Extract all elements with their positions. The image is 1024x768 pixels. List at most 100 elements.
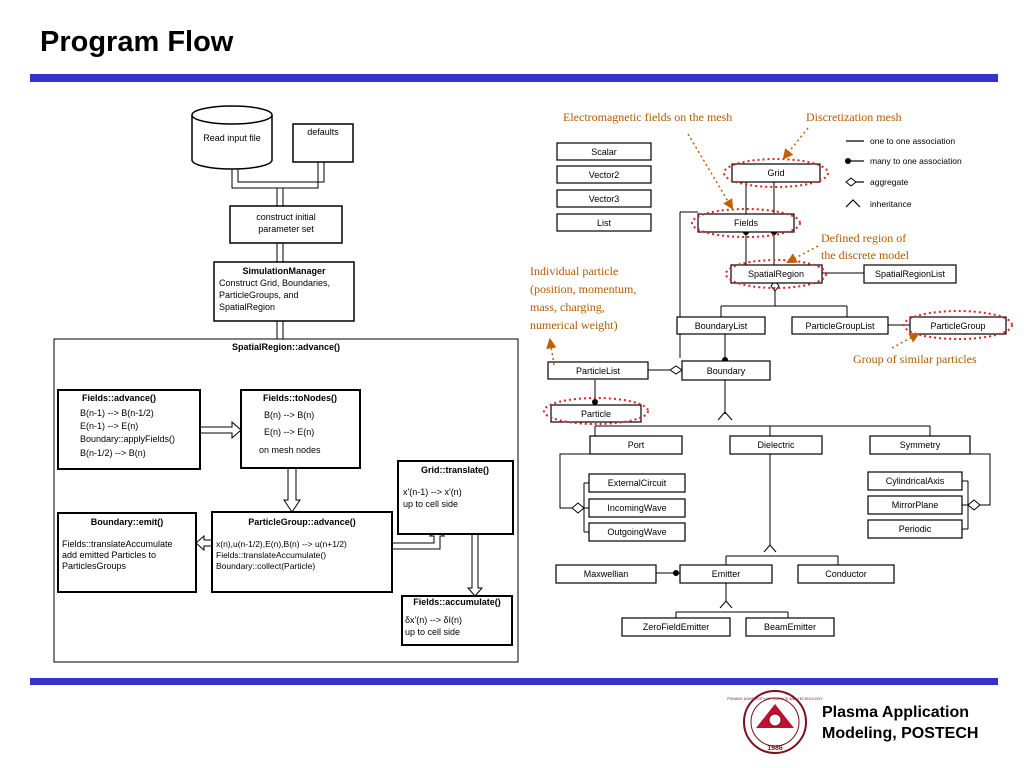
class-list-label: List [597, 218, 612, 228]
pg-advance-node: ParticleGroup::advance() x(n),u(n-1/2),E… [211, 511, 393, 593]
class-dielectric [729, 435, 823, 455]
logo-ring-text: POHANG UNIVERSITY OF SCIENCE AND TECHNOL… [727, 697, 823, 701]
fields-accumulate-line2: up to cell side [405, 627, 460, 637]
class-spatial-region-label: SpatialRegion [748, 269, 804, 279]
fields-accumulate-node: Fields::accumulate() δx'(n) --> δI(n) up… [401, 595, 513, 646]
class-external-circuit-label: ExternalCircuit [608, 478, 667, 488]
class-incoming-wave [588, 498, 686, 518]
pg-advance-line2: Fields::translateAccumulate() [216, 550, 326, 560]
read-input-label: Read input file [203, 133, 261, 143]
legend: one to one association many to one assoc… [845, 136, 962, 209]
class-particle-label: Particle [581, 409, 611, 419]
grid-translate-node: Grid::translate() x'(n-1) --> x'(n) up t… [397, 460, 514, 535]
class-emitter-label: Emitter [712, 569, 741, 579]
advance-frame-title: SpatialRegion::advance() [232, 342, 340, 352]
slide-title: Program Flow [40, 26, 234, 58]
top-accent-bar [30, 74, 998, 82]
grid-translate-title: Grid::translate() [421, 465, 489, 475]
to-nodes-line3: on mesh nodes [259, 445, 321, 455]
class-conductor [797, 564, 895, 584]
class-list [556, 213, 652, 232]
fields-advance-line3: Boundary::applyFields() [80, 434, 175, 444]
organization-line1: Plasma Application [822, 704, 969, 721]
class-dielectric-label: Dielectric [757, 440, 795, 450]
construct-line1: construct initial [256, 212, 316, 222]
read-input-node: Read input file [191, 105, 273, 170]
university-logo: POHANG UNIVERSITY OF SCIENCE AND TECHNOL… [727, 690, 823, 754]
class-particle [550, 404, 642, 423]
class-particle-list [547, 361, 649, 380]
annotation-discretization: Discretization mesh [806, 110, 902, 124]
fields-advance-node: Fields::advance() B(n-1) --> B(n-1/2) E(… [57, 389, 201, 470]
class-boundary-list-label: BoundaryList [695, 321, 748, 331]
class-cylindrical-axis-label: CylindricalAxis [886, 476, 945, 486]
annotation-particle-4: numerical weight) [530, 318, 618, 332]
boundary-emit-line1: Fields::translateAccumulate [62, 539, 173, 549]
class-fields [697, 213, 795, 233]
defaults-label: defaults [307, 127, 339, 137]
bottom-accent-bar [30, 678, 998, 685]
class-outgoing-wave-label: OutgoingWave [607, 527, 666, 537]
class-emitter [679, 564, 773, 584]
annotation-em-fields: Electromagnetic fields on the mesh [563, 110, 732, 124]
class-maxwellian-label: Maxwellian [584, 569, 629, 579]
class-scalar [556, 142, 652, 161]
annotation-defined-region-2: the discrete model [821, 248, 910, 262]
class-symmetry [869, 435, 971, 455]
class-boundary [681, 360, 771, 381]
fields-accumulate-line1: δx'(n) --> δI(n) [405, 615, 462, 625]
fields-accumulate-title: Fields::accumulate() [413, 597, 501, 607]
annotation-group: Group of similar particles [853, 352, 977, 366]
highlight-ellipses [543, 158, 1013, 425]
sim-manager-line2: ParticleGroups, and [219, 290, 299, 300]
class-periodic [867, 519, 963, 539]
boundary-emit-line3: ParticlesGroups [62, 561, 127, 571]
class-particle-group-list-label: ParticleGroupList [805, 321, 875, 331]
class-vector2-label: Vector2 [589, 170, 620, 180]
class-scalar-label: Scalar [591, 147, 617, 157]
class-particle-group [909, 316, 1007, 335]
legend-many-to-one: many to one association [870, 156, 962, 166]
class-boundary-list [676, 316, 766, 335]
grid-translate-line1: x'(n-1) --> x'(n) [403, 487, 462, 497]
class-particle-group-list [791, 316, 889, 335]
class-mirror-plane-label: MirrorPlane [892, 500, 939, 510]
class-diagram: Scalar Vector2 Vector3 List one to one a… [530, 110, 1013, 637]
class-zero-field-emitter-label: ZeroFieldEmitter [643, 622, 710, 632]
class-vector3-label: Vector3 [589, 194, 620, 204]
logo-year: 1986 [767, 745, 783, 752]
to-nodes-title: Fields::toNodes() [263, 393, 337, 403]
class-spatial-region-list [863, 264, 957, 284]
class-incoming-wave-label: IncomingWave [607, 503, 666, 513]
class-port [589, 435, 683, 455]
sim-manager-node: SimulationManager Construct Grid, Bounda… [213, 261, 355, 322]
fields-advance-line2: E(n-1) --> E(n) [80, 421, 138, 431]
organization-line2: Modeling, POSTECH [822, 725, 979, 742]
pg-advance-title: ParticleGroup::advance() [248, 517, 356, 527]
boundary-emit-line2: add emitted Particles to [62, 550, 156, 560]
grid-translate-line2: up to cell side [403, 499, 458, 509]
defaults-node: defaults [292, 123, 354, 163]
class-symmetry-label: Symmetry [900, 440, 941, 450]
class-boundary-label: Boundary [707, 366, 746, 376]
flowchart: Read input file defaults construct initi… [53, 105, 519, 663]
sim-manager-line3: SpatialRegion [219, 302, 275, 312]
class-beam-emitter-label: BeamEmitter [764, 622, 816, 632]
construct-line2: parameter set [258, 224, 314, 234]
class-vector2 [556, 165, 652, 184]
to-nodes-line2: E(n) --> E(n) [264, 427, 314, 437]
class-port-label: Port [628, 440, 645, 450]
fields-advance-line4: B(n-1/2) --> B(n) [80, 448, 146, 458]
class-fields-label: Fields [734, 218, 759, 228]
annotation-particle-2: (position, momentum, [530, 282, 636, 296]
class-grid-label: Grid [767, 168, 784, 178]
organization-label: Plasma Application Modeling, POSTECH [822, 702, 978, 744]
pg-advance-line3: Boundary::collect(Particle) [216, 561, 315, 571]
boundary-emit-title: Boundary::emit() [91, 517, 164, 527]
sim-manager-title: SimulationManager [242, 266, 326, 276]
fields-advance-line1: B(n-1) --> B(n-1/2) [80, 408, 154, 418]
class-vector3 [556, 189, 652, 208]
class-spatial-region-list-label: SpatialRegionList [875, 269, 946, 279]
class-mirror-plane [867, 495, 963, 515]
